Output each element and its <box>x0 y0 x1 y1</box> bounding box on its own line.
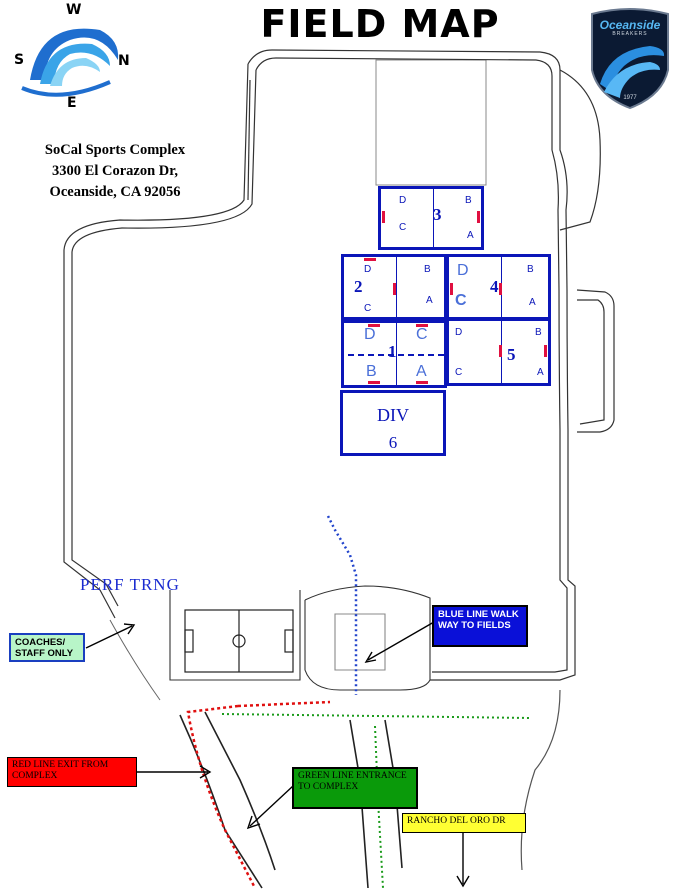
training-field <box>184 609 294 673</box>
parking-lot <box>375 59 487 186</box>
field-3-sub-a: A <box>467 230 474 241</box>
field-2-sub-c: C <box>364 303 372 314</box>
field-2-sub-a: A <box>426 295 433 306</box>
field-3-sub-c: C <box>399 222 407 233</box>
legend-green-line-text: GREEN LINE ENTRANCE TO COMPLEX <box>298 771 407 792</box>
field-1-sub-b: B <box>366 363 377 380</box>
compass-north: N <box>118 53 130 69</box>
field-3: D B C A 3 <box>378 186 484 250</box>
entrance-plaza <box>169 585 431 691</box>
field-5-sub-a: A <box>537 367 544 378</box>
div-label: DIV <box>377 405 409 425</box>
field-4-sub-c: C <box>455 292 467 309</box>
field-3-number: 3 <box>433 205 442 224</box>
div-number: 6 <box>388 433 398 452</box>
field-5-sub-b: B <box>535 327 542 338</box>
field-2-sub-d: D <box>364 264 372 275</box>
site-edge <box>109 619 161 701</box>
field-1-sub-d: D <box>364 326 376 343</box>
legend-red-line-text: RED LINE EXIT FROM COMPLEX <box>12 760 109 781</box>
field-5: D B C A 5 <box>446 318 551 386</box>
field-2-sub-b: B <box>424 264 431 275</box>
legend-rancho: RANCHO DEL ORO DR <box>402 813 526 833</box>
field-4: D B C A 4 <box>446 254 551 320</box>
legend-rancho-text: RANCHO DEL ORO DR <box>407 816 506 826</box>
legend-blue-line-text: BLUE LINE WALK WAY TO FIELDS <box>438 609 519 631</box>
address-name: SoCal Sports Complex <box>44 142 186 158</box>
legend-arrows <box>85 621 470 888</box>
legend-blue-line: BLUE LINE WALK WAY TO FIELDS <box>432 605 528 647</box>
field-2: D B C A 2 <box>341 254 447 320</box>
field-5-number: 5 <box>507 345 516 364</box>
club-badge <box>591 8 669 110</box>
compass-south: S <box>14 52 25 68</box>
legend-red-line: RED LINE EXIT FROM COMPLEX <box>7 757 137 787</box>
compass-logo <box>21 19 119 105</box>
field-5-sub-c: C <box>455 367 463 378</box>
green-entrance-line <box>221 713 531 719</box>
page-title: FIELD MAP <box>260 2 500 46</box>
field-1-number: 1 <box>388 342 397 361</box>
legend-green-line: GREEN LINE ENTRANCE TO COMPLEX <box>292 767 418 809</box>
field-4-sub-a: A <box>529 297 536 308</box>
field-3-sub-d: D <box>399 195 407 206</box>
red-exit-line-top <box>237 700 331 708</box>
field-3-sub-b: B <box>465 195 472 206</box>
field-div-6: DIV 6 <box>340 390 446 456</box>
perimeter-road <box>63 49 615 681</box>
blue-walkway-line <box>326 515 358 695</box>
field-4-number: 4 <box>490 277 499 296</box>
field-1-sub-c: C <box>416 326 428 343</box>
address-block: SoCal Sports Complex 3300 El Corazon Dr,… <box>20 140 210 203</box>
badge-year: 1977 <box>623 95 637 101</box>
field-2-number: 2 <box>354 277 363 296</box>
field-4-sub-b: B <box>527 264 534 275</box>
legend-coaches: COACHES/ STAFF ONLY <box>9 633 85 662</box>
field-1-sub-a: A <box>416 363 427 380</box>
field-5-sub-d: D <box>455 327 463 338</box>
compass-west: W <box>66 2 82 18</box>
badge-brand: Oceanside <box>599 18 661 32</box>
address-city: Oceanside, CA 92056 <box>49 184 181 200</box>
legend-coaches-text: COACHES/ STAFF ONLY <box>15 637 74 659</box>
address-street: 3300 El Corazon Dr, <box>52 163 178 179</box>
red-exit-line <box>186 704 257 889</box>
compass-east: E <box>67 95 77 111</box>
perf-training-label: PERF TRNG <box>80 575 180 594</box>
field-4-sub-d: D <box>457 262 469 279</box>
field-1: D C B A 1 <box>341 320 447 388</box>
badge-sub: BREAKERS <box>612 31 648 37</box>
